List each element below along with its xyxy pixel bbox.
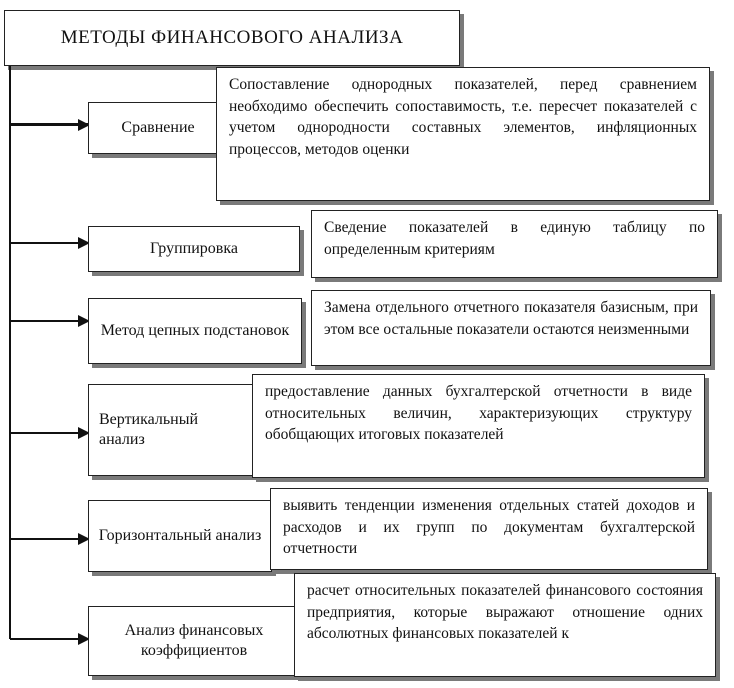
arrow-to-chain-substitution <box>10 315 90 327</box>
method-chain-substitution: Метод цепных подстановок <box>88 298 302 364</box>
arrow-to-vertical-analysis <box>10 427 90 439</box>
method-ratio-analysis: Анализ финансовых коэффициентов <box>88 606 300 676</box>
description-vertical-analysis: предоставление данных бухгалтерской отче… <box>252 374 705 478</box>
diagram-title: МЕТОДЫ ФИНАНСОВОГО АНАЛИЗА <box>4 10 460 66</box>
description-grouping: Сведение показателей в единую таблицу по… <box>311 210 718 278</box>
arrow-to-comparison <box>10 119 90 131</box>
arrow-to-ratio-analysis <box>10 633 90 645</box>
description-chain-substitution: Замена отдельного отчетного показателя б… <box>311 290 711 366</box>
connector-trunk <box>9 66 11 639</box>
method-horizontal-analysis: Горизонтальный анализ <box>88 500 272 572</box>
arrow-to-horizontal-analysis <box>10 533 90 545</box>
arrow-to-grouping <box>10 237 90 249</box>
description-comparison: Сопоставление однородных показателей, пе… <box>216 67 710 201</box>
method-vertical-analysis: Вертикальный анализ <box>88 384 254 476</box>
description-ratio-analysis: расчет относительных показателей финансо… <box>294 573 716 677</box>
method-grouping: Группировка <box>88 226 300 272</box>
method-comparison: Сравнение <box>88 102 228 154</box>
description-horizontal-analysis: выявить тенденции изменения отдельных ст… <box>270 488 708 570</box>
